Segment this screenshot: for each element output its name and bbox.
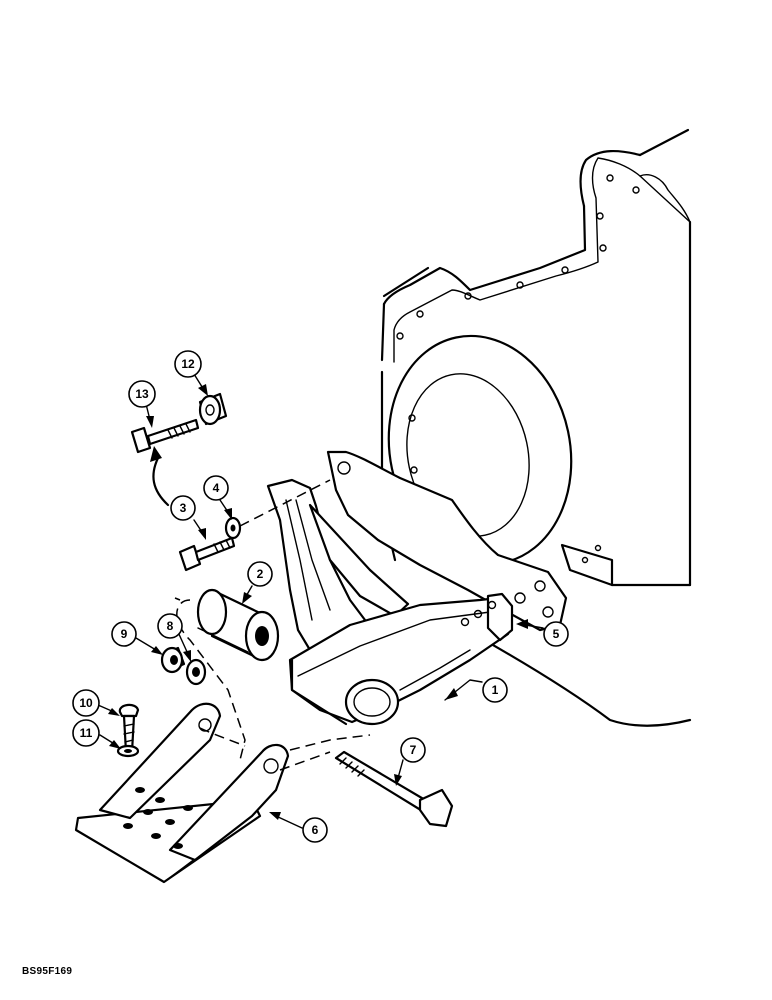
callout-6: 6 bbox=[302, 817, 328, 843]
figure-code: BS95F169 bbox=[22, 966, 73, 977]
long-bolt-7 bbox=[334, 750, 454, 828]
bolt-3 bbox=[178, 536, 236, 572]
callout-13: 13 bbox=[128, 380, 156, 408]
callout-7-label: 7 bbox=[410, 743, 417, 757]
washer-11 bbox=[116, 744, 140, 758]
spacer bbox=[198, 392, 228, 426]
engine-housing bbox=[380, 128, 692, 727]
callout-2-label: 2 bbox=[257, 567, 264, 581]
callout-6-label: 6 bbox=[312, 823, 319, 837]
frame-bracket bbox=[74, 702, 290, 884]
callout-3: 3 bbox=[170, 495, 196, 521]
washer-8 bbox=[185, 658, 207, 686]
mount-bracket bbox=[266, 478, 514, 726]
bracket-centerline bbox=[199, 727, 331, 771]
callout-4-label: 4 bbox=[213, 481, 220, 495]
callout-12: 12 bbox=[174, 350, 202, 378]
bolt-10 bbox=[118, 703, 140, 754]
leader-lines bbox=[97, 373, 544, 829]
callout-9-label: 9 bbox=[121, 627, 128, 641]
callout-3-label: 3 bbox=[180, 501, 187, 515]
nut-9 bbox=[160, 646, 186, 674]
callout-7: 7 bbox=[400, 737, 426, 763]
callout-8: 8 bbox=[157, 613, 183, 639]
callout-9: 9 bbox=[111, 621, 137, 647]
callout-13-label: 13 bbox=[135, 387, 149, 401]
callout-12-label: 12 bbox=[181, 357, 195, 371]
callout-10: 10 bbox=[72, 689, 100, 717]
callout-8-label: 8 bbox=[167, 619, 174, 633]
bolt-13-arrow bbox=[152, 456, 170, 507]
callout-11-label: 11 bbox=[80, 726, 93, 740]
callout-2: 2 bbox=[247, 561, 273, 587]
callout-1: 1 bbox=[482, 677, 508, 703]
callout-11: 11 bbox=[72, 719, 100, 747]
washer-4 bbox=[224, 516, 242, 540]
bolt-13 bbox=[130, 418, 200, 454]
callout-5-label: 5 bbox=[553, 627, 560, 641]
bolt-3-centerline bbox=[239, 479, 331, 527]
callout-10-label: 10 bbox=[79, 696, 93, 710]
bushing-centerline bbox=[174, 597, 371, 761]
bolt-13-arrowhead bbox=[150, 446, 162, 462]
callout-5: 5 bbox=[543, 621, 569, 647]
callout-1-label: 1 bbox=[492, 683, 499, 697]
callout-4: 4 bbox=[203, 475, 229, 501]
rubber-bushing bbox=[196, 588, 280, 662]
